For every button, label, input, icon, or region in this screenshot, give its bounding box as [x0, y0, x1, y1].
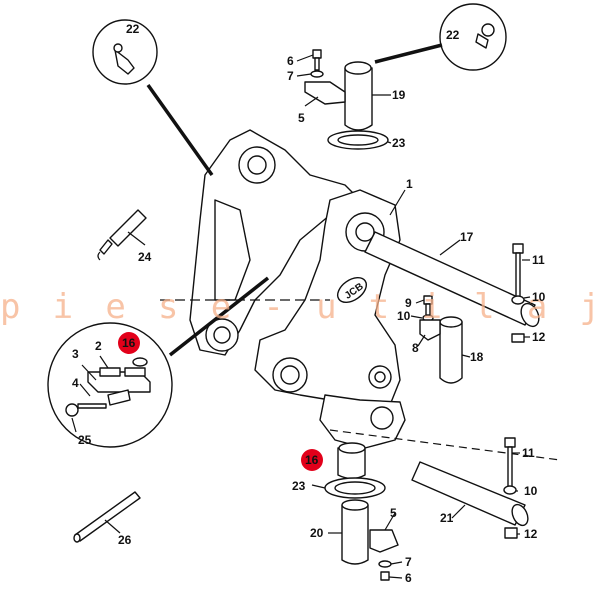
callout-12-upper: 12 [532, 330, 546, 344]
sealant-tube-24 [97, 209, 147, 261]
detail-grease-nipple-left [92, 19, 214, 177]
callout-18: 18 [470, 350, 484, 364]
detail-grease-nipple-right [374, 3, 507, 71]
callout-16-detail: 16 [122, 336, 136, 350]
callout-26: 26 [118, 533, 132, 547]
callout-11-upper: 11 [532, 253, 545, 267]
hitch-frame [160, 129, 561, 461]
leader-lines [71, 54, 531, 579]
callout-12-lower: 12 [524, 527, 538, 541]
pin-18 [439, 316, 463, 384]
callout-1: 1 [406, 177, 413, 191]
callout-5-upper: 5 [298, 111, 305, 125]
callout-4: 4 [72, 376, 79, 390]
callout-24: 24 [138, 250, 152, 264]
callout-22-left: 22 [126, 22, 140, 36]
callout-10-upper: 10 [532, 290, 546, 304]
pin-19 [304, 49, 389, 150]
pin-20 [324, 442, 399, 581]
rod-26 [73, 491, 141, 543]
callout-6-upper: 6 [287, 54, 294, 68]
pin-17 [364, 231, 540, 328]
callout-8: 8 [412, 341, 419, 355]
callout-9: 9 [405, 296, 412, 310]
detail-latch-assembly [47, 276, 270, 448]
callout-16-lower: 16 [305, 453, 319, 467]
callout-23-lower: 23 [292, 479, 306, 493]
callout-10-lower: 10 [524, 484, 538, 498]
callout-3: 3 [72, 347, 79, 361]
callout-7-upper: 7 [287, 69, 294, 83]
callout-21: 21 [440, 511, 454, 525]
callout-11-lower: 11 [522, 446, 535, 460]
callout-19: 19 [392, 88, 406, 102]
callout-7-lower: 7 [405, 555, 412, 569]
callout-23-upper: 23 [392, 136, 406, 150]
pin-21 [411, 437, 529, 539]
highlight-marker-16-lower[interactable] [301, 449, 323, 471]
callout-17: 17 [460, 230, 474, 244]
callout-5-lower: 5 [390, 506, 397, 520]
callout-22-right: 22 [446, 28, 460, 42]
bolt-11-upper [511, 243, 525, 343]
highlight-marker-16-detail[interactable] [118, 332, 140, 354]
callout-25: 25 [78, 433, 92, 447]
callout-2: 2 [95, 339, 102, 353]
callout-10-mid: 10 [397, 309, 411, 323]
callout-20: 20 [310, 526, 324, 540]
callout-6-lower: 6 [405, 571, 412, 585]
